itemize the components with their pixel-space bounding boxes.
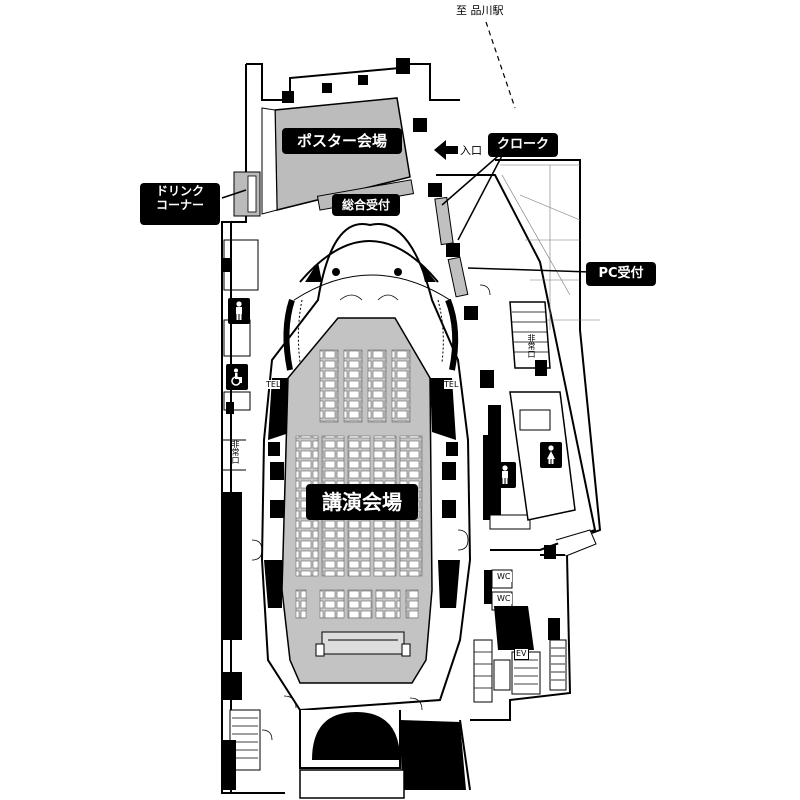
elevator-label: EV [514,648,529,660]
pc-reception-label: PC受付 [586,262,656,286]
hall-walls [264,378,460,608]
left-corridor [222,492,242,790]
direction-label: 至 品川駅 [456,4,504,17]
tel-left-label: TEL [266,380,281,389]
cloak-desk [434,196,454,246]
emergency-exit-left-label: 非常口 [231,440,240,464]
wheelchair-icon [226,364,248,390]
drink-corner-label: ドリンク コーナー [140,183,220,225]
doors [251,284,491,741]
pillars [222,58,494,414]
structure-lines [500,164,600,330]
bottom-area [229,709,466,799]
right-service-block [473,301,597,703]
reception-label: 総合受付 [332,194,400,216]
male-toilet-icon [228,298,250,324]
callout-lines [221,149,591,273]
female-toilet-icon [540,442,562,468]
side-stairs [283,298,459,371]
direction-path [485,21,516,109]
tel-right-label: TEL [444,380,459,389]
entrance-label: 入口 [460,144,482,157]
poster-hall-label: ポスター会場 [282,128,402,154]
emergency-exit-right-label: 非常口 [527,334,536,358]
stage [315,631,411,657]
main-hall-label: 講演会場 [306,484,418,520]
male-toilet-icon-2 [494,462,516,488]
cloak-label: クローク [488,133,558,157]
wc-label-2: WC [496,594,512,604]
arrow-left-icon [434,140,458,160]
pc-desk [447,256,469,298]
wc-label-1: WC [496,572,512,582]
